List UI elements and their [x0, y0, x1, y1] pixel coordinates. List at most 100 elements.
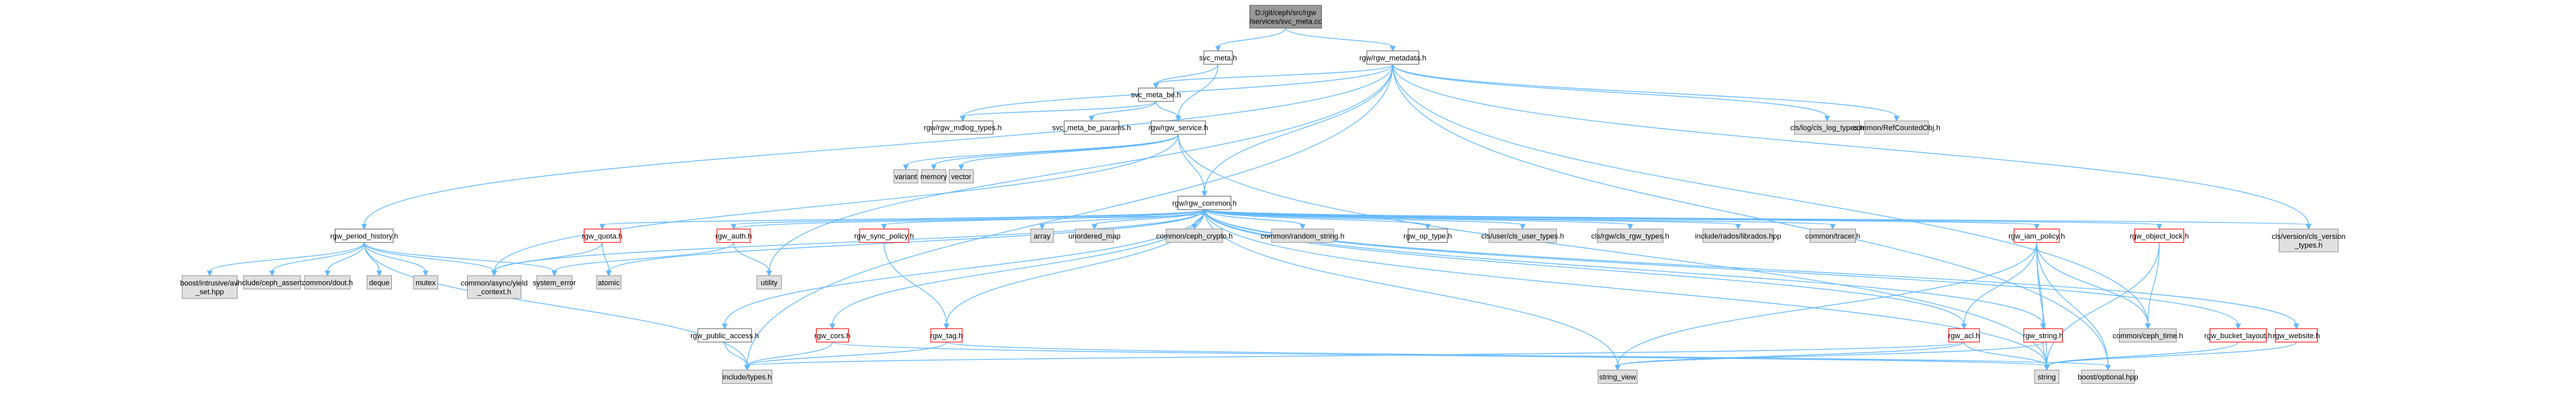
edge-arrowhead — [1201, 209, 1208, 215]
node-label: system_error — [533, 279, 576, 287]
node-box — [2119, 328, 2177, 343]
edge-rgw-acl-h-to-string-view — [1614, 342, 1965, 371]
node-label: rgw_auth.h — [715, 232, 752, 240]
node-label: common/ceph_time.h — [2112, 332, 2183, 340]
edge-arrowhead — [1175, 115, 1182, 122]
node-tracer-h[interactable]: common/tracer.h — [1805, 228, 1860, 243]
edge-arrowhead — [2235, 323, 2241, 329]
node-boost-optional[interactable]: boost/optional.hpp — [2078, 369, 2139, 384]
edge-rgw-bucket-layout-h-to-string — [2043, 342, 2239, 371]
node-rgw-object-lock-h[interactable]: rgw_object_lock.h — [2130, 228, 2189, 243]
node-rgw-string-h[interactable]: rgw_string.h — [2023, 328, 2063, 343]
node-rgw-quota-h[interactable]: rgw_quota.h — [582, 228, 623, 243]
node-box — [930, 328, 963, 343]
edge-rgw-common-h-to-tracer-h — [1204, 209, 1836, 230]
node-rgw-period-history-h[interactable]: rgw_period_history.h — [330, 228, 398, 243]
node-box — [859, 228, 909, 243]
edge-arrowhead — [2033, 223, 2040, 230]
node-mutex[interactable]: mutex — [413, 275, 438, 290]
node-rgw-public-access-h[interactable]: rgw_public_access.h — [690, 328, 759, 343]
node-rgw-sync-policy-h[interactable]: rgw_sync_policy.h — [854, 228, 914, 243]
node-memory[interactable]: memory — [921, 169, 947, 184]
node-rgw-website-h[interactable]: rgw_website.h — [2273, 328, 2320, 343]
node-label: rgw_iam_policy.h — [2008, 232, 2065, 240]
node-box — [2279, 228, 2338, 252]
node-rgw-service-h[interactable]: rgw/rgw_service.h — [1149, 120, 1208, 135]
node-rgw-common-h[interactable]: rgw/rgw_common.h — [1172, 195, 1237, 210]
edge-rgw-metadata-h-to-rgw-period-history-h — [361, 64, 1394, 230]
edge-line — [1392, 64, 2109, 366]
node-dout-h[interactable]: common/dout.h — [302, 275, 353, 290]
node-box — [1151, 120, 1206, 135]
edge-line — [1204, 64, 1394, 193]
node-box — [243, 275, 301, 290]
node-label: common/tracer.h — [1805, 232, 1860, 240]
edge-arrowhead — [829, 323, 835, 329]
edge-arrowhead — [931, 164, 937, 170]
node-intrusive-avl[interactable]: boost/intrusive/avl_set.hpp — [180, 275, 240, 299]
node-atomic[interactable]: atomic — [596, 275, 621, 290]
node-rgw-acl-h[interactable]: rgw_acl.h — [1948, 328, 1980, 343]
edge-rgw-common-h-to-rgw-quota-h — [599, 209, 1205, 230]
node-ceph-crypto-h[interactable]: common/ceph_crypto.h — [1156, 228, 1233, 243]
graph-nodes: D:/git/ceph/src/rgw/services/svc_meta.cc… — [180, 5, 2346, 384]
edge-arrowhead — [766, 270, 772, 276]
node-cls-rgw-types-h[interactable]: cls/rgw/cls_rgw_types.h — [1591, 228, 1669, 243]
node-cls-log-types-h[interactable]: cls/log/cls_log_types.h — [1790, 120, 1864, 135]
node-svc-meta-be-params-h[interactable]: svc_meta_be_params.h — [1052, 120, 1131, 135]
edge-line — [601, 242, 609, 272]
node-refcounted-h[interactable]: common/RefCountedObj.h — [1853, 120, 1941, 135]
edge-rgw-sync-policy-h-to-rgw-tag-h — [883, 242, 949, 329]
node-librados-hpp[interactable]: include/rados/librados.hpp — [1695, 228, 1781, 243]
edge-line — [1204, 209, 2297, 325]
node-utility[interactable]: utility — [756, 275, 782, 290]
node-rgw-tag-h[interactable]: rgw_tag.h — [930, 328, 963, 343]
node-box — [2210, 328, 2267, 343]
node-yield-context-h[interactable]: common/async/yield_context.h — [461, 275, 528, 299]
node-string[interactable]: string — [2034, 369, 2059, 384]
node-include-types-h[interactable]: include/types.h — [722, 369, 772, 384]
node-svc-meta-h[interactable]: svc_meta.h — [1199, 50, 1237, 65]
node-cls-version-types-h[interactable]: cls/version/cls_version_types.h — [2271, 228, 2346, 252]
node-label: rgw_quota.h — [582, 232, 623, 240]
node-deque[interactable]: deque — [366, 275, 392, 290]
node-rgw-op-type-h[interactable]: rgw_op_type.h — [1404, 228, 1452, 243]
edge-rgw-common-h-to-rgw-auth-h — [730, 209, 1205, 230]
node-cls-user-types-h[interactable]: cls/user/cls_user_types.h — [1482, 228, 1565, 243]
node-rgw-cors-h[interactable]: rgw_cors.h — [815, 328, 851, 343]
node-rgw-mdlog-types-h[interactable]: rgw/rgw_mdlog_types.h — [924, 120, 1002, 135]
edge-root-to-rgw-metadata-h — [1285, 28, 1396, 52]
node-rgw-iam-policy-h[interactable]: rgw_iam_policy.h — [2008, 228, 2065, 243]
edge-root-to-svc-meta-h — [1215, 28, 1286, 52]
node-ceph-assert-h[interactable]: include/ceph_assert.h — [236, 275, 308, 290]
edge-line — [1091, 101, 1157, 117]
node-box — [1178, 195, 1231, 210]
node-box — [1702, 228, 1773, 243]
node-variant[interactable]: variant — [893, 169, 919, 184]
edge-arrowhead — [1735, 223, 1741, 230]
edge-line — [2147, 242, 2160, 325]
edge-line — [1963, 342, 2047, 366]
node-random-string-h[interactable]: common/random_string.h — [1261, 228, 1345, 243]
node-ceph-time-h[interactable]: common/ceph_time.h — [2112, 328, 2183, 343]
node-rgw-metadata-h[interactable]: rgw/rgw_metadata.h — [1359, 50, 1427, 65]
edge-rgw-service-h-to-rgw-common-h — [1178, 134, 1208, 197]
node-string-view[interactable]: string_view — [1598, 369, 1638, 384]
node-label: string — [2038, 373, 2056, 381]
node-unordered-map[interactable]: unordered_map — [1068, 228, 1121, 243]
edge-line — [1155, 101, 1179, 117]
node-label: rgw_period_history.h — [330, 232, 398, 240]
edge-arrowhead — [2306, 223, 2312, 230]
node-rgw-auth-h[interactable]: rgw_auth.h — [715, 228, 752, 243]
node-vector[interactable]: vector — [949, 169, 974, 184]
node-system-error[interactable]: system_error — [533, 275, 576, 290]
node-array[interactable]: array — [1030, 228, 1054, 243]
edge-rgw-acl-h-to-include-types-h — [744, 342, 1965, 371]
edge-arrowhead — [2145, 323, 2151, 329]
node-label: rgw_acl.h — [1948, 332, 1979, 340]
node-rgw-bucket-layout-h[interactable]: rgw_bucket_layout.h — [2204, 328, 2272, 343]
edge-arrowhead — [269, 270, 275, 276]
node-svc-meta-be-h[interactable]: svc_meta_be.h — [1131, 87, 1181, 102]
node-label: common/RefCountedObj.h — [1853, 124, 1940, 132]
node-box — [1864, 120, 1929, 135]
